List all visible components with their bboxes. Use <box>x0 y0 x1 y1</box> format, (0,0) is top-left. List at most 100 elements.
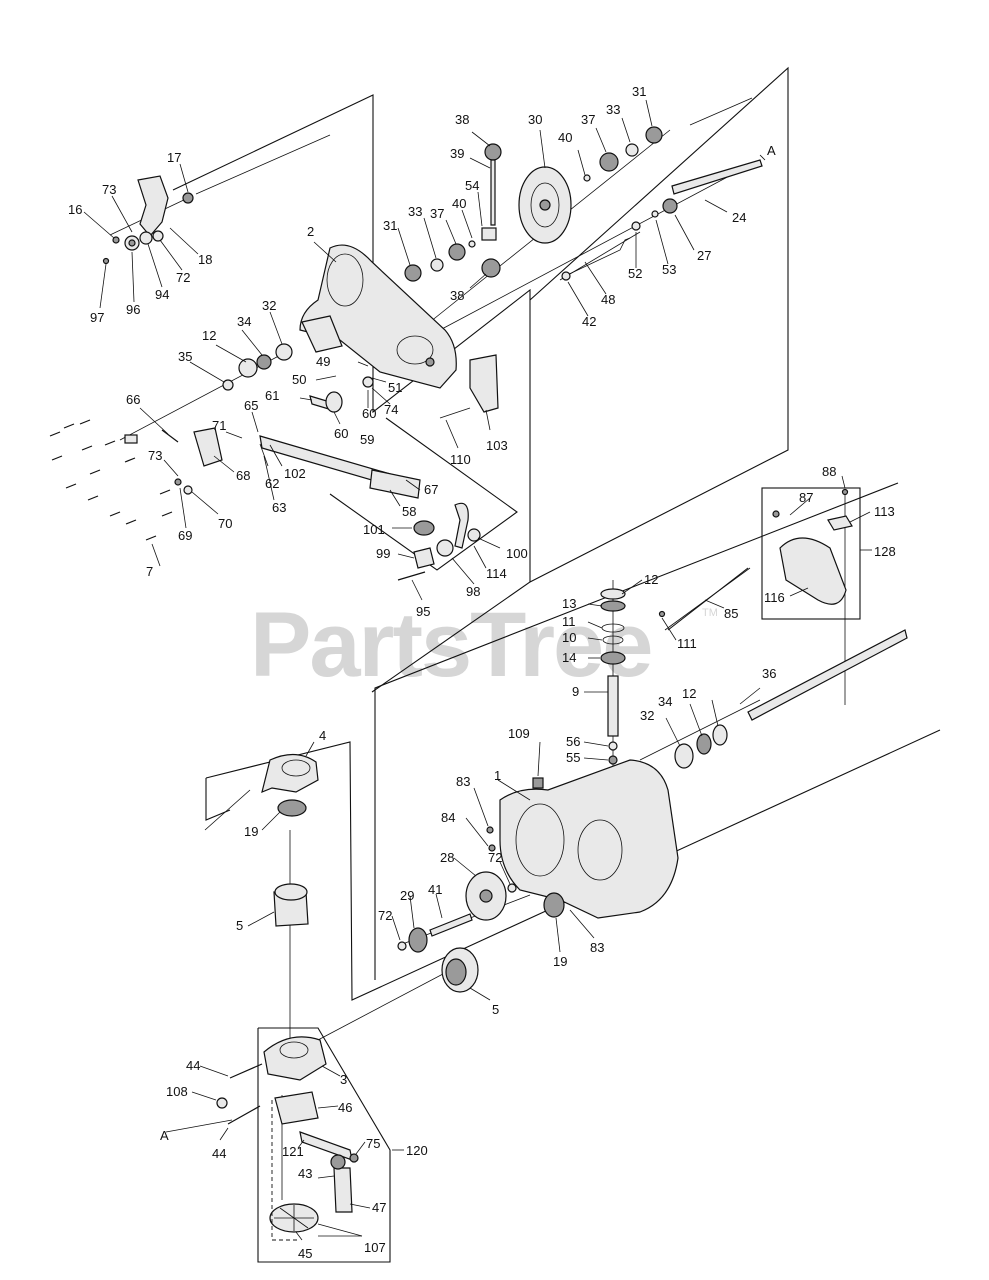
callout-87: 87 <box>799 490 813 505</box>
bearing-32-right <box>674 743 694 769</box>
nut-69 <box>174 478 182 486</box>
washer-72 <box>152 230 164 242</box>
bearing-34-right <box>696 733 712 755</box>
gear-55 <box>608 755 618 765</box>
callout-83-top: 83 <box>456 774 470 789</box>
callout-85: 85 <box>724 606 738 621</box>
callout-51: 51 <box>388 380 402 395</box>
callout-38-top: 38 <box>455 112 469 127</box>
callout-69: 69 <box>178 528 192 543</box>
arm-121 <box>299 1131 353 1161</box>
callout-73-low: 73 <box>148 448 162 463</box>
callout-61: 61 <box>265 388 279 403</box>
bearing-19-lower <box>543 892 565 918</box>
callout-12-stack: 12 <box>644 572 658 587</box>
shaft-9 <box>607 675 619 737</box>
washer-33-top <box>625 143 639 157</box>
callout-3: 3 <box>340 1072 347 1087</box>
ring-53 <box>651 210 659 218</box>
callout-56: 56 <box>566 734 580 749</box>
callout-18: 18 <box>198 252 212 267</box>
callout-103: 103 <box>486 438 508 453</box>
callout-40-top: 40 <box>558 130 572 145</box>
cap-12-stack <box>600 588 626 600</box>
callout-65: 65 <box>244 398 258 413</box>
bearing-17 <box>182 192 194 204</box>
arm-100 <box>454 502 469 549</box>
callout-72: 72 <box>176 270 190 285</box>
callout-37-top: 37 <box>581 112 595 127</box>
callout-113: 113 <box>874 504 895 519</box>
callout-101: 101 <box>363 522 385 537</box>
washer-72-lower <box>507 883 517 893</box>
callout-53: 53 <box>662 262 676 277</box>
pin-66 <box>124 434 138 444</box>
callout-5-low: 5 <box>492 1002 499 1017</box>
bolt-44-low <box>227 1105 261 1125</box>
case-1 <box>499 759 679 919</box>
ring-12-right <box>712 724 728 746</box>
gear-37-top <box>599 152 619 172</box>
seal-35 <box>222 379 234 391</box>
callout-1: 1 <box>494 768 501 783</box>
plug-109 <box>532 777 544 789</box>
callout-28: 28 <box>440 850 454 865</box>
callout-48: 48 <box>601 292 615 307</box>
callout-67: 67 <box>424 482 438 497</box>
plate-68 <box>193 427 223 467</box>
parts <box>49 126 908 1241</box>
callout-114: 114 <box>486 566 507 581</box>
callout-41: 41 <box>428 882 442 897</box>
nut-97 <box>102 257 110 265</box>
bracket-18 <box>137 175 169 237</box>
ring-40-mid <box>468 240 476 248</box>
shift-rod-48 <box>564 237 631 277</box>
callout-5-left: 5 <box>236 918 243 933</box>
callout-108: 108 <box>166 1084 188 1099</box>
ball-111 <box>658 610 666 618</box>
callout-116: 116 <box>764 590 785 605</box>
callout-71: 71 <box>212 418 226 433</box>
callout-110: 110 <box>450 452 471 467</box>
callout-109: 109 <box>508 726 530 741</box>
callout-96: 96 <box>126 302 140 317</box>
watermark-text: PartsTree <box>250 594 651 696</box>
washer-52 <box>631 221 641 231</box>
clip-113 <box>827 515 853 531</box>
callout-58: 58 <box>402 504 416 519</box>
callout-34-right: 34 <box>658 694 672 709</box>
washer-33-mid <box>430 258 444 272</box>
plug-87 <box>772 510 780 518</box>
shaft-36 <box>747 629 908 721</box>
callout-14: 14 <box>562 650 576 665</box>
callout-31-top: 31 <box>632 84 646 99</box>
callout-36: 36 <box>762 666 776 681</box>
callout-73: 73 <box>102 182 116 197</box>
washer-114 <box>467 528 481 542</box>
callout-49: 49 <box>316 354 330 369</box>
callout-66: 66 <box>126 392 140 407</box>
callout-75: 75 <box>366 1136 380 1151</box>
bolt-44-top <box>229 1063 263 1079</box>
callout-44-top: 44 <box>186 1058 200 1073</box>
callout-17: 17 <box>167 150 181 165</box>
nut-75 <box>349 1153 359 1163</box>
callout-88: 88 <box>822 464 836 479</box>
callout-29: 29 <box>400 888 414 903</box>
callout-97: 97 <box>90 310 104 325</box>
ball-88 <box>841 488 849 496</box>
callout-72-left: 72 <box>378 908 392 923</box>
callout-121: 121 <box>282 1144 304 1159</box>
callout-107: 107 <box>364 1240 386 1255</box>
shaft-41 <box>429 913 473 937</box>
callout-100: 100 <box>506 546 528 561</box>
bracket-103 <box>469 354 499 413</box>
callout-24: 24 <box>732 210 746 225</box>
washer-70 <box>183 485 193 495</box>
bearing-19-left <box>277 799 307 817</box>
callout-62: 62 <box>265 476 279 491</box>
washer-72-left <box>397 941 407 951</box>
gear-31-top <box>645 126 663 144</box>
callout-63: 63 <box>272 500 286 515</box>
gear-29 <box>408 927 428 953</box>
